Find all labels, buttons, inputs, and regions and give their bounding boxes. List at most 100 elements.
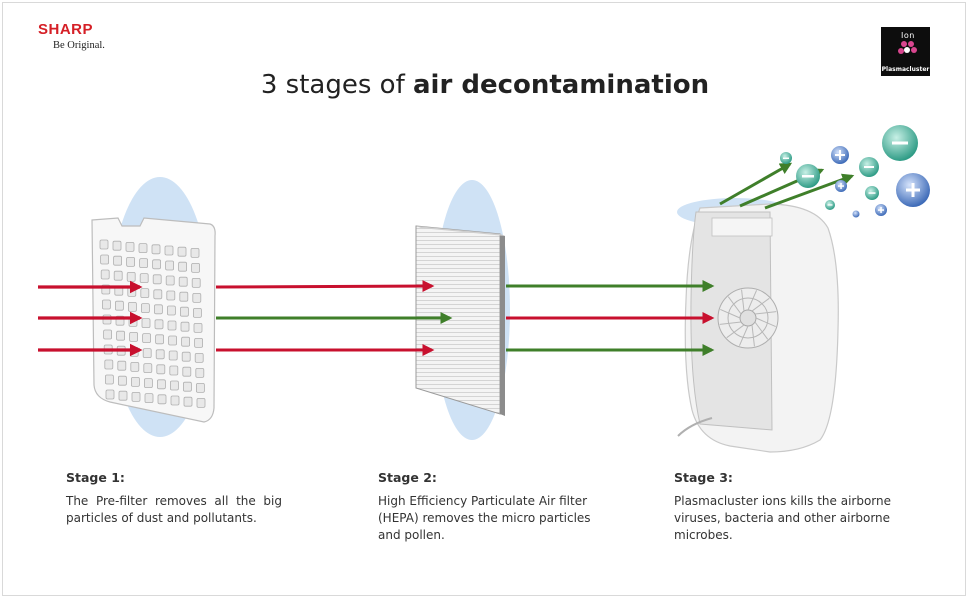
prefilter-hole <box>154 319 164 330</box>
ion-cluster <box>780 125 930 218</box>
prefilter-hole <box>138 243 148 254</box>
prefilter-hole <box>183 396 193 407</box>
page-title: 3 stages of air decontamination <box>0 70 970 100</box>
prefilter-hole <box>169 380 179 391</box>
fan-blade <box>726 324 745 339</box>
fan-blade <box>754 311 777 315</box>
prefilter-hole <box>165 275 175 286</box>
flow-arrows <box>38 162 855 357</box>
minus-ion-icon <box>780 152 792 164</box>
fan-blade <box>755 317 776 328</box>
minus-ion-icon <box>865 186 879 200</box>
prefilter-hole <box>169 365 179 376</box>
stage-3-title: Stage 3: <box>674 470 733 485</box>
prefilter-hole <box>118 390 128 401</box>
prefilter-hole <box>118 375 127 386</box>
prefilter-hole <box>168 335 178 346</box>
prefilter-hole <box>194 352 204 363</box>
prefilter-hole <box>151 244 161 255</box>
prefilter-hole <box>140 303 150 314</box>
minus-ion-icon <box>882 125 918 161</box>
prefilter-hole <box>116 330 125 341</box>
fan-blade <box>719 321 742 325</box>
prefilter-hole <box>141 318 151 329</box>
prefilter-hole <box>178 276 188 287</box>
fan-blade <box>754 321 769 340</box>
prefilter-hole <box>139 258 149 269</box>
prefilter-hole <box>165 260 175 271</box>
prefilter-hole <box>127 286 137 297</box>
title-prefix: 3 stages of <box>260 70 413 100</box>
prefilter-hole <box>130 361 140 372</box>
prefilter-hole <box>153 289 163 300</box>
fan-blade <box>727 296 742 315</box>
prefilter-hole <box>177 246 187 257</box>
prefilter-hole <box>192 292 202 303</box>
prefilter-hole <box>143 363 153 374</box>
prefilter-hole <box>195 367 205 378</box>
prefilter-hole <box>193 322 203 333</box>
prefilter-hole <box>153 304 163 315</box>
prefilter-hole <box>192 307 202 318</box>
prefilter-hole <box>104 359 114 370</box>
prefilter-hole <box>170 395 180 406</box>
prefilter-hole <box>126 271 136 282</box>
fan-blade <box>741 289 745 312</box>
prefilter-hole <box>191 277 201 288</box>
prefilter-hole <box>139 273 149 284</box>
prefilter-hole <box>152 259 162 270</box>
hepa-filter <box>415 225 505 416</box>
prefilter-hole <box>179 291 189 302</box>
prefilter-hole <box>168 350 178 361</box>
prefilter-hole <box>194 337 204 348</box>
prefilter-hole <box>164 245 174 256</box>
fan-blade <box>738 325 749 346</box>
fan-blade <box>751 297 770 312</box>
prefilter-hole <box>112 240 122 251</box>
arrow-up-1 <box>719 162 793 206</box>
prefilter-hole <box>181 336 191 347</box>
prefilter-hole <box>115 300 124 311</box>
prefilter-hole <box>155 349 165 360</box>
fan-blade <box>751 324 755 347</box>
prefilter-hole <box>156 379 166 390</box>
prefilter-hole <box>181 351 191 362</box>
minus-ion-icon <box>796 164 820 188</box>
arrow-mid-1 <box>215 280 435 293</box>
brand-tagline: Be Original. <box>53 40 105 51</box>
prefilter-hole <box>99 239 109 250</box>
air-purifier <box>677 203 839 453</box>
prefilter-hole <box>105 389 115 400</box>
minus-ion-icon <box>859 157 879 177</box>
prefilter-hole <box>144 393 154 404</box>
prefilter-hole <box>125 241 135 252</box>
title-emphasis: air decontamination <box>413 70 710 100</box>
plus-ion-icon <box>831 146 849 164</box>
prefilter-hole <box>196 397 206 408</box>
minus-ion-icon <box>825 200 835 210</box>
prefilter-hole <box>179 306 189 317</box>
stage-2-title: Stage 2: <box>378 470 437 485</box>
prefilter-hole <box>157 394 167 405</box>
prefilter-hole <box>105 374 114 385</box>
prefilter-hole <box>102 299 111 310</box>
prefilter-hole <box>180 321 190 332</box>
prefilter-panel <box>91 217 216 423</box>
plus-ion-icon <box>835 180 847 192</box>
fan-blade <box>747 290 758 311</box>
prefilter-hole <box>156 364 166 375</box>
prefilter-hole <box>126 256 135 267</box>
prefilter-hole <box>191 262 201 273</box>
prefilter-hole <box>166 305 176 316</box>
stage-1-title: Stage 1: <box>66 470 125 485</box>
stage-2-description: High Efficiency Particulate Air filter (… <box>378 494 591 542</box>
prefilter-hole <box>100 269 110 280</box>
brand-logo: SHARP Be Original. <box>38 22 105 52</box>
prefilter-hole <box>190 247 200 258</box>
stage-3-description: Plasmacluster ions kills the airborne vi… <box>674 494 892 542</box>
plus-ion-icon <box>875 204 887 216</box>
stage-3: Stage 3: Plasmacluster ions kills the ai… <box>674 470 894 544</box>
prefilter-hole <box>167 320 177 331</box>
plus-ion-icon <box>896 173 930 207</box>
